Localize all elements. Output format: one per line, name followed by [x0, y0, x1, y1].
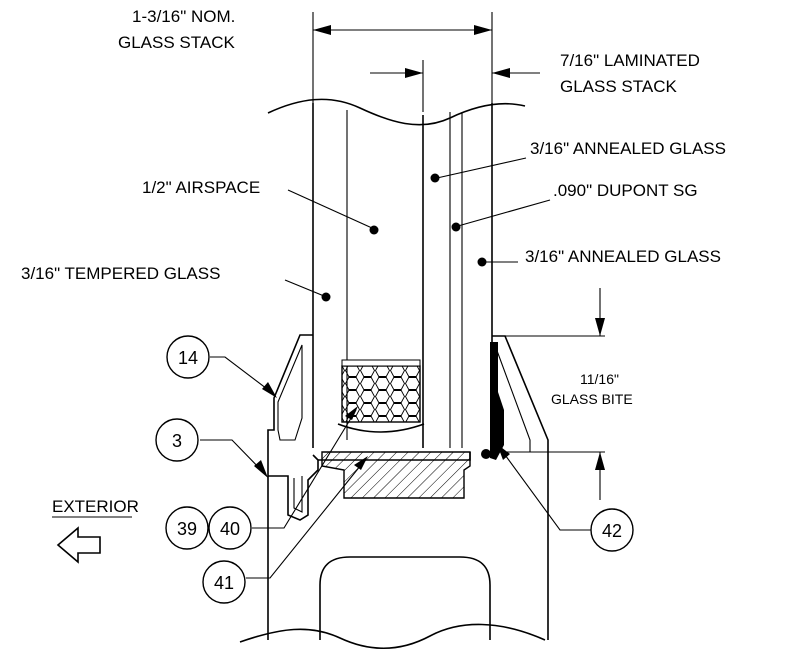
glass-stack-label-line2: GLASS STACK [118, 33, 235, 52]
callout-42: 42 [590, 508, 634, 552]
glass-stack-label-line1: 1-3/16" NOM. [132, 7, 235, 26]
laminated-label-line2: GLASS STACK [560, 77, 677, 96]
laminated-label-line1: 7/16" LAMINATED [560, 51, 700, 70]
bead-end [481, 449, 491, 459]
annealed-glass-bottom-label: 3/16" ANNEALED GLASS [525, 247, 721, 266]
callout-3: 3 [155, 418, 199, 462]
callout-leaders [200, 356, 591, 579]
callout-41: 41 [202, 560, 246, 604]
callout-14-text: 14 [178, 348, 198, 368]
top-break-line [267, 98, 526, 126]
setting-block [321, 451, 471, 499]
bottom-break-line [239, 623, 546, 650]
exterior-label: EXTERIOR [52, 497, 139, 516]
callout-41-text: 41 [214, 573, 234, 593]
glass-bite-label-line1: 11/16" [580, 371, 619, 387]
callout-39-text: 39 [177, 519, 197, 539]
callout-40-text: 40 [220, 519, 240, 539]
laminated-stack-dimension [370, 60, 540, 112]
airspace-spacer [337, 359, 425, 433]
callout-3-text: 3 [172, 431, 182, 451]
callout-14: 14 [166, 335, 210, 379]
annealed-glass-top-label: 3/16" ANNEALED GLASS [530, 139, 726, 158]
glass-bite-label-line2: GLASS BITE [551, 391, 633, 407]
tempered-glass-label: 3/16" TEMPERED GLASS [21, 264, 220, 283]
dupont-sg-label: .090" DUPONT SG [553, 181, 698, 200]
exterior-indicator: EXTERIOR [52, 497, 139, 564]
exterior-arrow-icon [56, 526, 101, 564]
glass-stack-dimension [312, 12, 493, 103]
airspace-label: 1/2" AIRSPACE [142, 178, 260, 197]
label-leaders [284, 157, 551, 302]
callout-40: 40 [208, 506, 252, 550]
callout-42-text: 42 [602, 521, 622, 541]
laminated-glass-lite [422, 103, 493, 448]
structural-silicone-bead [490, 342, 504, 460]
callout-39: 39 [165, 506, 209, 550]
